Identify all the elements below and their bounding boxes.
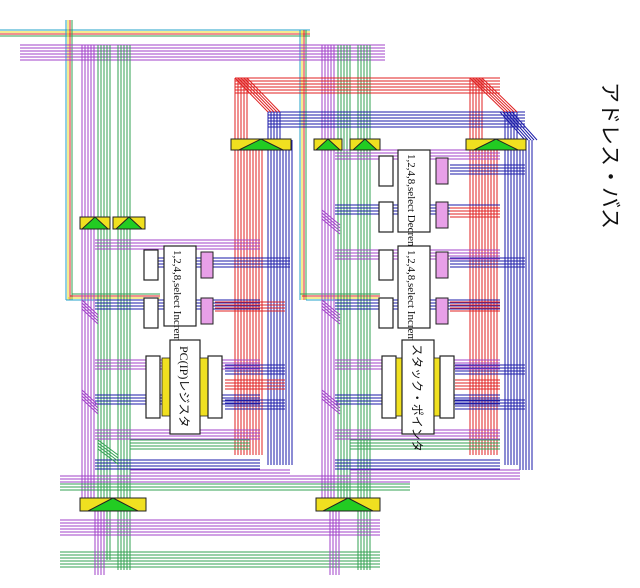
pc-side-box-left: [145, 355, 161, 419]
gate-mid-1: [313, 138, 343, 151]
wire-275: [321, 209, 341, 226]
decrement-block: [397, 149, 431, 233]
wire-105: [475, 77, 512, 113]
inc-lower-box-left: [143, 297, 159, 329]
gate-left-mid-1: [79, 216, 111, 230]
dec-upper-box-left: [378, 155, 394, 187]
logic-blocks: 1,2,4,8,select Increment PC(IP)レジスタ 1,2,…: [143, 149, 455, 452]
wire-104: [472, 77, 509, 113]
inc-upper-box-pink: [200, 251, 214, 279]
wire-109: [502, 111, 529, 141]
wire-112: [511, 111, 538, 141]
increment-block: [163, 245, 197, 327]
wire-284: [321, 392, 341, 409]
sp-yellow-strip-right: [433, 357, 441, 417]
wire-201: [81, 395, 99, 412]
decrement-label: 1,2,4,8,select Decrement: [405, 154, 417, 263]
pc-register-label: PC(IP)レジスタ: [177, 346, 191, 427]
pc-yellow-strip-right: [199, 357, 209, 417]
wire-286: [321, 398, 341, 415]
stack-pointer-block: [401, 339, 435, 435]
inc-lower-box-pink: [200, 297, 214, 325]
wire-202: [81, 398, 99, 415]
wire-101: [243, 77, 278, 113]
bus-wires: [0, 20, 538, 575]
wire-103: [469, 77, 506, 113]
wire-206: [97, 448, 119, 465]
wire-279: [321, 299, 341, 316]
gate-right-bottom: [315, 497, 381, 512]
wire-277: [321, 215, 341, 232]
sp-side-box-left: [381, 355, 397, 419]
wire-281: [321, 305, 341, 322]
wire-276: [321, 212, 341, 229]
wire-204: [97, 442, 119, 459]
wire-100: [240, 77, 275, 113]
wire-197: [81, 305, 99, 322]
stack-pointer-label: スタック・ポインタ: [410, 344, 424, 452]
wire-280: [321, 302, 341, 319]
inc2-upper-box-pink: [435, 251, 449, 279]
wire-102: [246, 77, 281, 113]
gate-mid-2: [349, 138, 381, 151]
pc-side-box-right: [207, 355, 223, 419]
pc-yellow-strip-left: [161, 357, 171, 417]
gate-left-mid-2: [112, 216, 146, 230]
increment-label-2: 1,2,4,8,select Increment: [405, 250, 417, 355]
wire-99: [237, 77, 272, 113]
dec-lower-box-left: [378, 201, 394, 233]
wire-199: [81, 389, 99, 406]
wire-205: [97, 445, 119, 462]
pc-register-block: [169, 339, 201, 435]
gate-left-bottom: [79, 497, 147, 512]
wire-111: [508, 111, 535, 141]
wire-282: [321, 308, 341, 325]
increment-block-2: [397, 245, 431, 329]
wire-283: [321, 389, 341, 406]
inc2-lower-box-left: [378, 297, 394, 329]
address-bus-label: アドレス・バス: [598, 82, 622, 229]
inc2-lower-box-pink: [435, 297, 449, 325]
dec-lower-box-pink: [435, 201, 449, 229]
sp-side-box-right: [439, 355, 455, 419]
bus-gates: [79, 138, 527, 512]
wire-98: [234, 77, 269, 113]
wire-107: [481, 77, 518, 113]
wire-278: [321, 218, 341, 235]
wire-195: [81, 299, 99, 316]
inc2-upper-box-left: [378, 249, 394, 281]
wire-196: [81, 302, 99, 319]
sp-yellow-strip-left: [395, 357, 403, 417]
wire-285: [321, 395, 341, 412]
wire-108: [499, 111, 526, 141]
wire-200: [81, 392, 99, 409]
wire-110: [505, 111, 532, 141]
gate-left-top: [230, 138, 292, 151]
wire-198: [81, 308, 99, 325]
wire-203: [97, 439, 119, 456]
gate-right-top: [465, 138, 527, 151]
wire-106: [478, 77, 515, 113]
dec-upper-box-pink: [435, 157, 449, 185]
increment-label: 1,2,4,8,select Increment: [171, 250, 183, 355]
inc-upper-box-left: [143, 249, 159, 281]
